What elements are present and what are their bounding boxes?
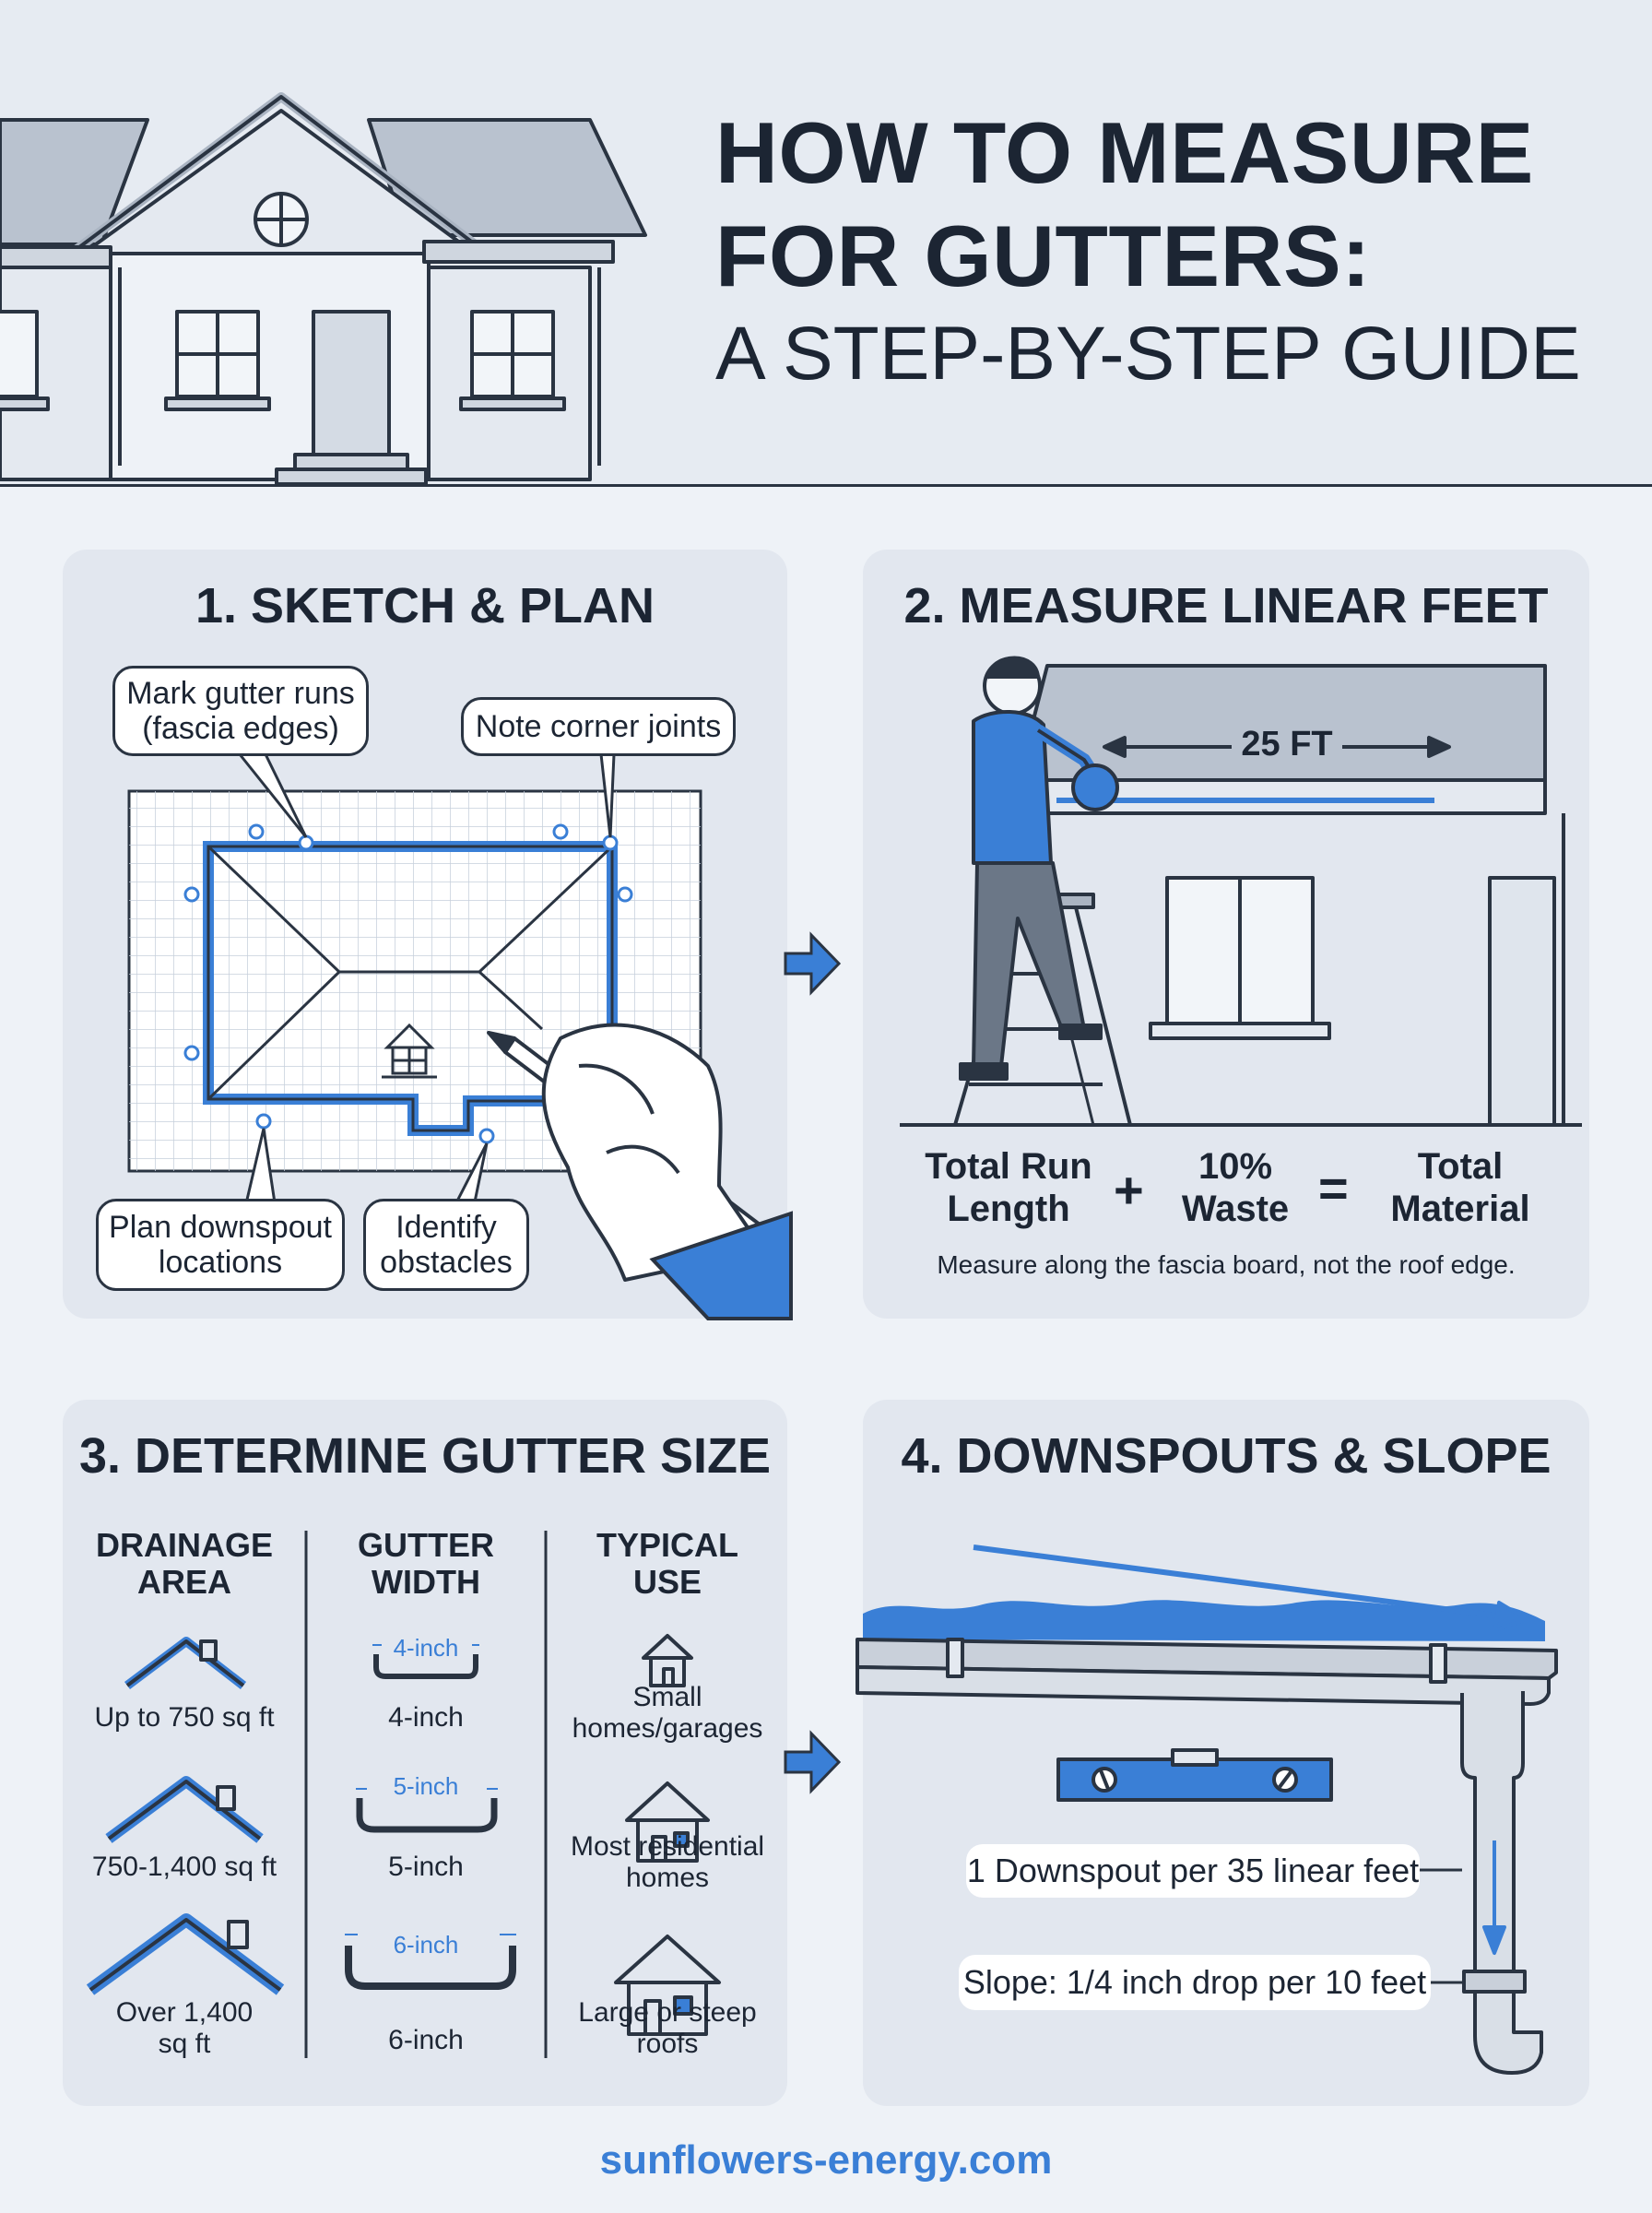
callout-mark-gutter-runs: Mark gutter runs (fascia edges) [112, 666, 369, 756]
formula-total-material: Total Material [1390, 1146, 1530, 1229]
step4-title: 4. DOWNSPOUTS & SLOPE [901, 1428, 1552, 1484]
downspout-slope-graphic [856, 1544, 1558, 2075]
footer-site-url[interactable]: sunflowers-energy.com [599, 2137, 1053, 2183]
row1-area: Up to 750 sq ft [94, 1702, 275, 1733]
label-downspout-rule: 1 Downspout per 35 linear feet [966, 1844, 1420, 1898]
row3-width-dimension: 6-inch [393, 1931, 459, 1959]
formula-waste: 10% Waste [1181, 1146, 1290, 1229]
header-drainage-area: DRAINAGE AREA [95, 1526, 273, 1601]
row1-width-dimension: 4-inch [393, 1634, 459, 1662]
step1-title: 1. SKETCH & PLAN [195, 578, 655, 633]
arrow-right-icon [784, 931, 842, 996]
dimension-label: 25 FT [1241, 725, 1333, 763]
row3-use: Large or steep roofs [578, 1997, 757, 2059]
formula-total-run-length: Total Run Length [925, 1146, 1092, 1229]
title-line-2: FOR GUTTERS: [715, 207, 1371, 304]
callout-identify-obstacles: Identify obstacles [363, 1199, 529, 1291]
row1-use: Small homes/garages [572, 1682, 763, 1744]
measuring-scene [900, 656, 1582, 1127]
floor-plan-sketch [127, 752, 793, 1320]
formula-equals: = [1318, 1159, 1349, 1217]
page-title: HOW TO MEASURE FOR GUTTERS: [715, 101, 1534, 308]
header-typical-use: TYPICAL USE [596, 1526, 738, 1601]
page-subtitle: A STEP-BY-STEP GUIDE [715, 312, 1581, 396]
row2-area: 750-1,400 sq ft [91, 1852, 277, 1882]
formula-plus: + [1114, 1161, 1144, 1219]
house-illustration [0, 92, 647, 486]
step3-title: 3. DETERMINE GUTTER SIZE [78, 1428, 772, 1484]
row2-use: Most residential homes [570, 1831, 765, 1893]
header-gutter-width: GUTTER WIDTH [358, 1526, 494, 1601]
row2-width: 5-inch [388, 1852, 464, 1882]
row3-width: 6-inch [388, 2025, 464, 2055]
row1-width: 4-inch [388, 1702, 464, 1733]
callout-note-corner-joints: Note corner joints [461, 697, 736, 756]
label-slope-rule: Slope: 1/4 inch drop per 10 feet [959, 1955, 1431, 2010]
fascia-note: Measure along the fascia board, not the … [937, 1250, 1516, 1279]
row3-area: Over 1,400 sq ft [115, 1997, 254, 2059]
gutter-size-table-graphics [86, 1531, 721, 2058]
arrow-right-icon [784, 1730, 842, 1794]
title-line-1: HOW TO MEASURE [715, 104, 1534, 201]
callout-plan-downspout-locations: Plan downspout locations [96, 1199, 345, 1291]
step2-title: 2. MEASURE LINEAR FEET [903, 578, 1549, 633]
row2-width-dimension: 5-inch [393, 1772, 459, 1800]
